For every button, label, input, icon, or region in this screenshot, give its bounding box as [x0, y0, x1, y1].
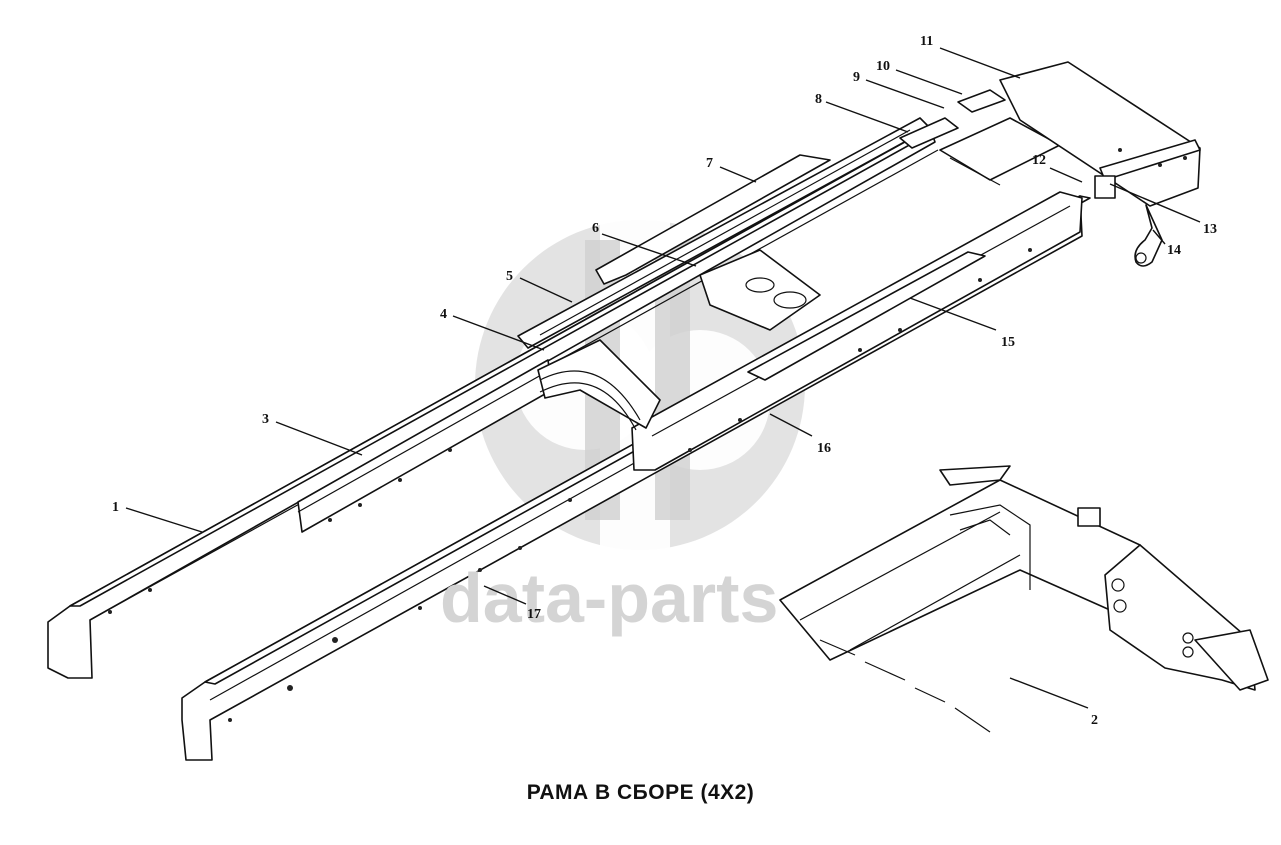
callout-11: 11: [920, 34, 1021, 79]
drawing-title: РАМА В СБОРЕ (4Х2): [526, 781, 755, 804]
svg-text:3: 3: [262, 412, 269, 427]
callout-1: 1: [112, 500, 203, 533]
callout-6: 6: [592, 221, 697, 267]
svg-text:17: 17: [527, 607, 541, 622]
lower-long-plate: [747, 251, 986, 381]
svg-text:6: 6: [592, 221, 599, 236]
callout-4: 4: [440, 307, 545, 351]
callout-15: 15: [909, 297, 1015, 350]
rivet-holes: [108, 148, 1187, 722]
callout-14: 14: [1152, 229, 1181, 258]
callout-9: 9: [853, 70, 945, 109]
svg-text:9: 9: [853, 70, 860, 85]
callout-12: 12: [1032, 153, 1083, 183]
tow-hook: [1134, 204, 1163, 267]
callout-17: 17: [483, 585, 541, 622]
callout-13: 13: [1109, 183, 1217, 237]
svg-text:11: 11: [920, 34, 933, 49]
svg-text:10: 10: [876, 59, 890, 74]
bracket-9-10: [957, 89, 1006, 113]
svg-text:4: 4: [440, 307, 447, 322]
callout-2: 2: [1009, 677, 1098, 728]
svg-text:15: 15: [1001, 335, 1015, 350]
left-side-rail: [47, 127, 941, 679]
cross-member-6: [699, 249, 821, 331]
callout-7: 7: [706, 156, 757, 183]
callout-8: 8: [815, 92, 909, 133]
svg-text:7: 7: [706, 156, 713, 171]
svg-text:2: 2: [1091, 713, 1098, 728]
svg-text:14: 14: [1167, 243, 1181, 258]
svg-text:1: 1: [112, 500, 119, 515]
callout-5: 5: [506, 269, 573, 303]
callout-10: 10: [876, 59, 963, 95]
svg-text:12: 12: [1032, 153, 1046, 168]
callout-3: 3: [262, 412, 363, 456]
svg-text:16: 16: [817, 441, 831, 456]
cross-member-4: [537, 339, 661, 431]
front-cross-member: [999, 61, 1201, 207]
svg-text:8: 8: [815, 92, 822, 107]
inset-detail: [779, 465, 1269, 733]
upper-bracket-8: [899, 117, 959, 149]
watermark-text: data-parts: [440, 559, 778, 637]
svg-text:13: 13: [1203, 222, 1217, 237]
svg-text:5: 5: [506, 269, 513, 284]
callout-16: 16: [769, 413, 831, 456]
